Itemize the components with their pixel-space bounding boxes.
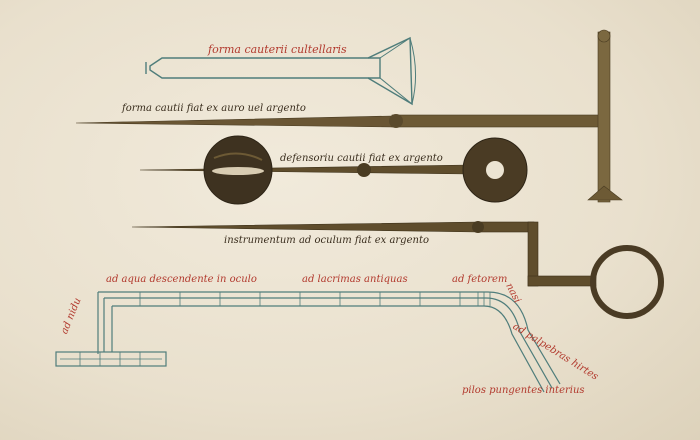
caption-eye-instrument: instrumentum ad oculum fiat ex argento	[224, 235, 429, 246]
caption-old-tears: ad lacrimas antiquas	[302, 274, 408, 285]
caption-water-descending: ad aqua descendente in oculo	[106, 274, 257, 285]
protective-cautery-drawing	[139, 135, 528, 205]
caption-cautery-knife: forma cauterii cultellaris	[208, 43, 347, 56]
caption-protective-cautery: defensoriu cautii fiat ex argento	[280, 153, 443, 164]
silver-needle-drawing	[75, 29, 623, 203]
caption-fetor: ad fetorem	[452, 274, 508, 285]
cautery-knife-drawing	[145, 36, 417, 106]
long-hook-drawing	[55, 291, 561, 393]
eye-instrument-drawing	[131, 221, 664, 319]
caption-inturned-hairs: pilos pungentes interius	[462, 385, 585, 396]
caption-silver-needle: forma cautii fiat ex auro uel argento	[122, 103, 306, 114]
